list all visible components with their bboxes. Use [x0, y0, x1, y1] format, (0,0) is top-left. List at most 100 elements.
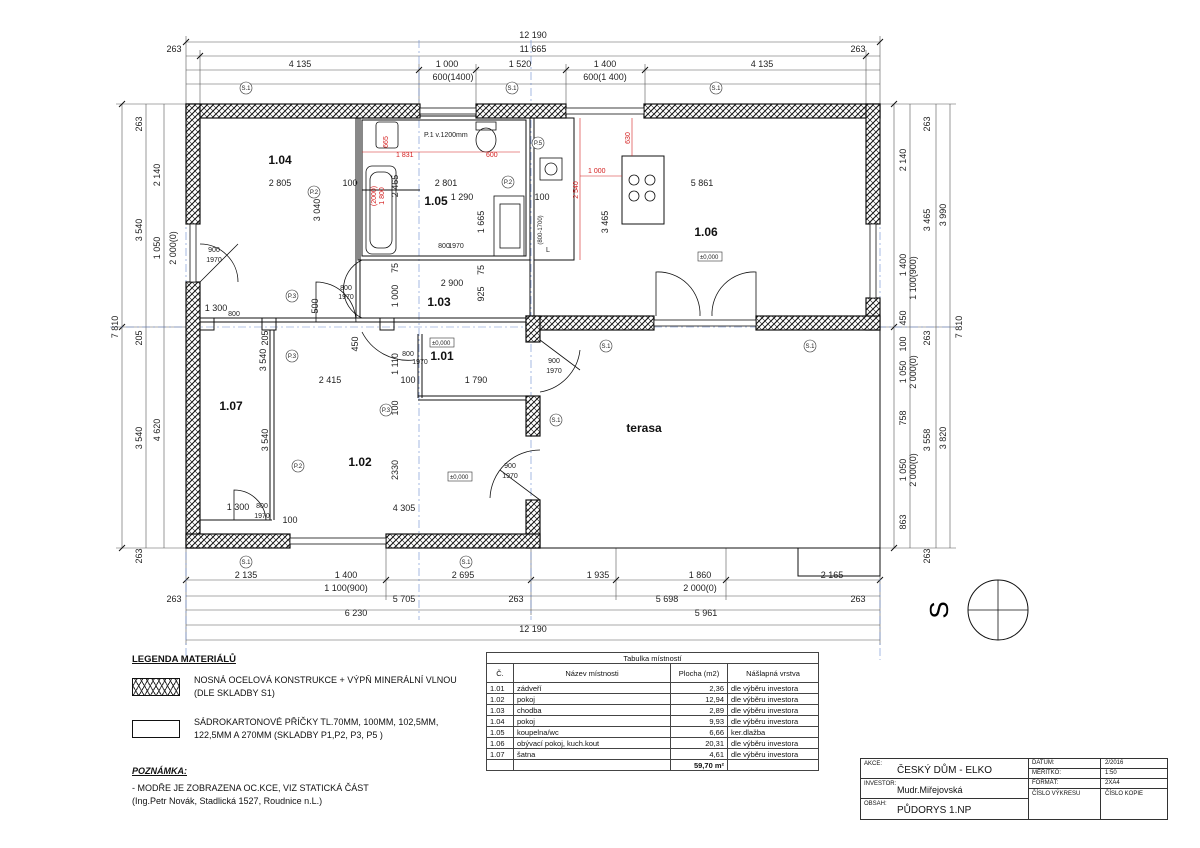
- svg-text:S.1: S.1: [241, 86, 251, 92]
- svg-text:P.2: P.2: [310, 190, 319, 196]
- svg-text:1 100(900): 1 100(900): [908, 256, 918, 300]
- level-marks: ±0,000 ±0,000 ±0,000: [429, 251, 723, 482]
- svg-text:S.1: S.1: [461, 560, 471, 566]
- legend-item2-line2: 122,5MM A 270MM (SKLADBY P1,P2, P3, P5 ): [194, 730, 383, 740]
- svg-text:3 465: 3 465: [922, 209, 932, 232]
- svg-text:863: 863: [898, 514, 908, 529]
- windows: [189, 107, 877, 545]
- svg-text:1 520: 1 520: [509, 59, 532, 69]
- svg-text:1 831: 1 831: [396, 152, 414, 159]
- legend-item1-line1: NOSNÁ OCELOVÁ KONSTRUKCE + VÝPŇ MINERÁLN…: [194, 675, 457, 685]
- svg-text:S.1: S.1: [805, 344, 815, 350]
- svg-text:2 801: 2 801: [435, 178, 458, 188]
- title-block: AKCE: ČESKÝ DŮM - ELKO INVESTOR: Mudr.Mi…: [860, 758, 1168, 820]
- svg-text:P.5: P.5: [534, 141, 543, 147]
- svg-text:S.1: S.1: [241, 560, 251, 566]
- table-total-row: 59,70 m²: [486, 759, 819, 771]
- svg-text:1 110: 1 110: [390, 353, 400, 375]
- svg-text:3 465: 3 465: [600, 211, 610, 234]
- red-dimensions: 1 831 600 665 (2000) 1 800 1 000 2 540 6…: [371, 132, 632, 206]
- svg-text:600: 600: [486, 152, 498, 159]
- room-1-01: 1.01: [430, 349, 454, 363]
- svg-text:3 540: 3 540: [260, 429, 270, 452]
- svg-text:L: L: [546, 247, 550, 254]
- svg-text:1 300: 1 300: [205, 303, 228, 313]
- svg-text:100: 100: [342, 178, 357, 188]
- svg-text:2 000(0): 2 000(0): [908, 355, 918, 389]
- svg-text:1 860: 1 860: [689, 570, 712, 580]
- svg-text:1 300: 1 300: [227, 502, 250, 512]
- project-name: ČESKÝ DŮM - ELKO: [897, 765, 993, 776]
- svg-text:100: 100: [390, 400, 400, 415]
- svg-text:3 540: 3 540: [134, 427, 144, 450]
- svg-text:263: 263: [850, 44, 865, 54]
- svg-text:3 558: 3 558: [922, 429, 932, 452]
- svg-text:3 540: 3 540: [134, 219, 144, 242]
- svg-text:900: 900: [208, 247, 220, 254]
- svg-text:2 135: 2 135: [235, 570, 258, 580]
- svg-text:1 050: 1 050: [152, 237, 162, 260]
- plasterboard-swatch: [132, 720, 180, 738]
- svg-text:205: 205: [134, 330, 144, 345]
- svg-text:3 540: 3 540: [258, 349, 268, 372]
- svg-text:5 698: 5 698: [656, 594, 679, 604]
- svg-text:800: 800: [402, 351, 414, 358]
- svg-text:1 050: 1 050: [898, 459, 908, 482]
- svg-text:P.2: P.2: [294, 464, 303, 470]
- wall-tags: S.1 S.1 S.1 S.1 S.1 S.1 S.1 S.1 P.2 P.2 …: [241, 86, 815, 566]
- steel-wall-swatch: [132, 678, 180, 696]
- room-table: Tabulka místností Č. Název místnosti Plo…: [486, 652, 819, 771]
- fixture-label: P.1 v.1200mm: [424, 132, 468, 139]
- note-line2: (Ing.Petr Novák, Stadlická 1527, Roudnic…: [132, 796, 323, 806]
- svg-text:1 400: 1 400: [335, 570, 358, 580]
- svg-text:2 140: 2 140: [898, 149, 908, 172]
- dimension-lines: [116, 36, 956, 645]
- svg-text:1 000: 1 000: [390, 285, 400, 308]
- bottom-dimensions: 2 135 1 400 2 695 1 935 1 860 2 165 1 10…: [166, 570, 865, 634]
- right-dimensions: 7 810 3 990 3 820 263 3 465 450 263 3 55…: [898, 116, 964, 563]
- room-1-05: 1.05: [424, 194, 448, 208]
- inner-dimensions: 2 805 100 2 801 1 290 100 5 861 2 465 1 …: [205, 175, 714, 525]
- investor-name: Mudr.Miřejovská: [897, 785, 963, 795]
- svg-text:1970: 1970: [546, 368, 562, 375]
- svg-text:4 620: 4 620: [152, 419, 162, 442]
- svg-text:1 400: 1 400: [594, 59, 617, 69]
- svg-text:263: 263: [134, 548, 144, 563]
- svg-text:P.3: P.3: [382, 408, 391, 414]
- svg-text:(2000): (2000): [371, 186, 378, 206]
- svg-text:2 000(0): 2 000(0): [683, 583, 717, 593]
- room-1-06: 1.06: [694, 225, 718, 239]
- drawing-content: PŮDORYS 1.NP: [897, 805, 972, 816]
- svg-text:S.1: S.1: [507, 86, 517, 92]
- svg-text:±0,000: ±0,000: [450, 475, 469, 481]
- room-table-caption: Tabulka místností: [486, 652, 819, 664]
- svg-text:2 140: 2 140: [152, 164, 162, 187]
- svg-text:263: 263: [134, 116, 144, 131]
- svg-text:500: 500: [310, 298, 320, 313]
- scale-value: 1:50: [1105, 770, 1117, 776]
- svg-text:1 935: 1 935: [587, 570, 610, 580]
- svg-text:1 290: 1 290: [451, 192, 474, 202]
- legend-item1-line2: (DLE SKLADBY S1): [194, 688, 275, 698]
- svg-text:2 465: 2 465: [390, 175, 400, 198]
- svg-text:2 000(0): 2 000(0): [168, 231, 178, 265]
- room-1-07: 1.07: [219, 399, 243, 413]
- svg-text:1970: 1970: [254, 513, 270, 520]
- room-1-03: 1.03: [427, 295, 451, 309]
- red-dimension-lines: [362, 118, 633, 260]
- svg-text:5 705: 5 705: [393, 594, 416, 604]
- material-legend: LEGENDA MATERIÁLŮ NOSNÁ OCELOVÁ KONSTRUK…: [132, 654, 472, 806]
- dim-overall-bottom: 12 190: [519, 624, 547, 634]
- axis-lines: [110, 40, 960, 660]
- svg-text:100: 100: [400, 375, 415, 385]
- svg-text:3 990: 3 990: [938, 204, 948, 227]
- note-line1: - MODŘE JE ZOBRAZENA OC.KCE, VIZ STATICK…: [132, 783, 369, 793]
- svg-text:P.3: P.3: [288, 354, 297, 360]
- svg-text:800: 800: [438, 243, 450, 250]
- svg-text:100: 100: [534, 192, 549, 202]
- svg-text:2330: 2330: [390, 460, 400, 480]
